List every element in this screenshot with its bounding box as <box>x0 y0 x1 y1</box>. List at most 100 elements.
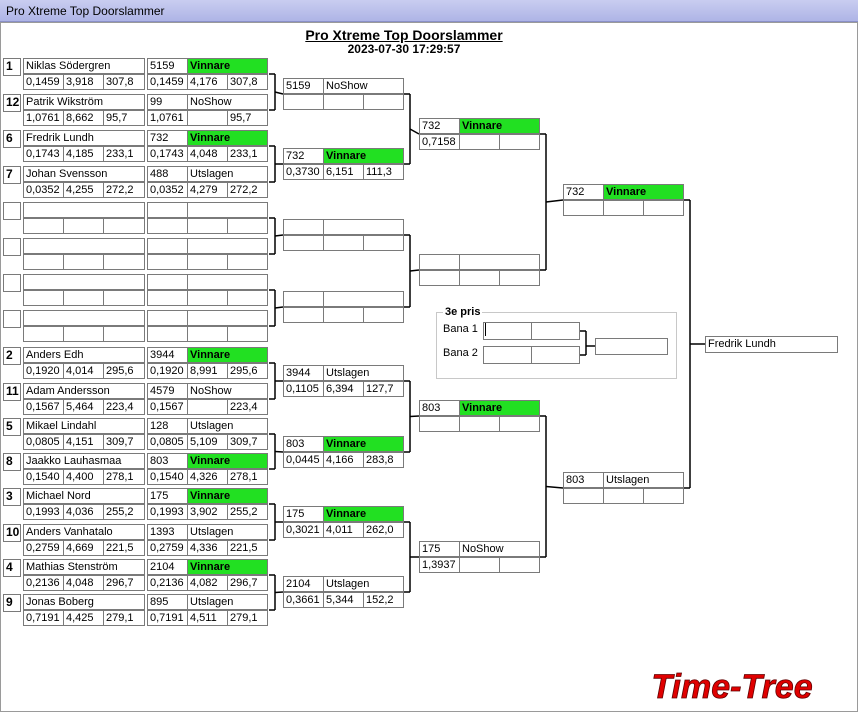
r1-entry-0-driver-name[interactable]: Niklas Södergren <box>23 58 145 74</box>
r2-entry-7-number[interactable]: 2104 <box>283 576 324 592</box>
r1-entry-1-qual-speed[interactable]: 95,7 <box>103 110 145 126</box>
r1-entry-4-result[interactable] <box>187 202 268 218</box>
r1-entry-2-seed[interactable]: 6 <box>3 130 21 148</box>
r1-entry-1-elapsed-time[interactable] <box>187 110 228 126</box>
r1-entry-1-speed[interactable]: 95,7 <box>227 110 268 126</box>
r1-entry-7-number[interactable] <box>147 310 188 326</box>
lane1-result-field[interactable] <box>531 322 580 340</box>
r2-entry-6-number[interactable]: 175 <box>283 506 324 522</box>
r1-entry-0-result[interactable]: Vinnare <box>187 58 268 74</box>
r1-entry-3-reaction-time[interactable]: 0,0352 <box>23 182 64 198</box>
r2-entry-1-speed[interactable]: 111,3 <box>363 164 404 180</box>
r1-entry-6-seed[interactable] <box>3 274 21 292</box>
r3-entry-3-elapsed-time[interactable] <box>459 557 500 573</box>
r4-entry-0-result[interactable]: Vinnare <box>603 184 684 200</box>
r1-entry-0-number[interactable]: 5159 <box>147 58 188 74</box>
r3-entry-3-speed[interactable] <box>499 557 540 573</box>
r1-entry-13-reaction-time[interactable]: 0,2759 <box>147 540 188 556</box>
r3-entry-1-speed[interactable] <box>499 270 540 286</box>
r1-entry-15-reaction-time[interactable]: 0,7191 <box>23 610 64 626</box>
r1-entry-7-reaction-time[interactable] <box>147 326 188 342</box>
r1-entry-10-seed[interactable]: 5 <box>3 418 21 436</box>
r2-entry-6-result[interactable]: Vinnare <box>323 506 404 522</box>
r1-entry-3-driver-name[interactable]: Johan Svensson <box>23 166 145 182</box>
r1-entry-5-reaction-time[interactable] <box>147 254 188 270</box>
r1-entry-3-seed[interactable]: 7 <box>3 166 21 184</box>
r1-entry-2-elapsed-time[interactable]: 4,048 <box>187 146 228 162</box>
r1-entry-6-elapsed-time[interactable] <box>187 290 228 306</box>
r1-entry-7-speed[interactable] <box>227 326 268 342</box>
r1-entry-13-number[interactable]: 1393 <box>147 524 188 540</box>
r1-entry-14-qual-time[interactable]: 4,048 <box>63 575 104 591</box>
r4-entry-1-elapsed-time[interactable] <box>603 488 644 504</box>
r1-entry-9-reaction-time[interactable]: 0,1567 <box>23 399 64 415</box>
r2-entry-0-number[interactable]: 5159 <box>283 78 324 94</box>
r1-entry-4-driver-name[interactable] <box>23 202 145 218</box>
r1-entry-5-number[interactable] <box>147 238 188 254</box>
r1-entry-0-qual-time[interactable]: 3,918 <box>63 74 104 90</box>
r1-entry-15-result[interactable]: Utslagen <box>187 594 268 610</box>
r1-entry-7-reaction-time[interactable] <box>23 326 64 342</box>
r1-entry-9-qual-time[interactable]: 5,464 <box>63 399 104 415</box>
r1-entry-10-reaction-time[interactable]: 0,0805 <box>147 434 188 450</box>
r1-entry-13-driver-name[interactable]: Anders Vanhatalo <box>23 524 145 540</box>
r1-entry-3-speed[interactable]: 272,2 <box>227 182 268 198</box>
r1-entry-5-seed[interactable] <box>3 238 21 256</box>
r3-entry-3-number[interactable]: 175 <box>419 541 460 557</box>
r1-entry-8-qual-speed[interactable]: 295,6 <box>103 363 145 379</box>
r1-entry-2-result[interactable]: Vinnare <box>187 130 268 146</box>
r2-entry-7-result[interactable]: Utslagen <box>323 576 404 592</box>
r1-entry-9-qual-speed[interactable]: 223,4 <box>103 399 145 415</box>
r1-entry-14-reaction-time[interactable]: 0,2136 <box>23 575 64 591</box>
r3-entry-2-result[interactable]: Vinnare <box>459 400 540 416</box>
r1-entry-3-elapsed-time[interactable]: 4,279 <box>187 182 228 198</box>
r1-entry-14-seed[interactable]: 4 <box>3 559 21 577</box>
r2-entry-7-reaction-time[interactable]: 0,3661 <box>283 592 324 608</box>
r2-entry-4-speed[interactable]: 127,7 <box>363 381 404 397</box>
r1-entry-14-elapsed-time[interactable]: 4,082 <box>187 575 228 591</box>
r2-entry-4-number[interactable]: 3944 <box>283 365 324 381</box>
r1-entry-14-number[interactable]: 2104 <box>147 559 188 575</box>
r1-entry-12-speed[interactable]: 255,2 <box>227 504 268 520</box>
r1-entry-0-speed[interactable]: 307,8 <box>227 74 268 90</box>
r1-entry-7-qual-time[interactable] <box>63 326 104 342</box>
r1-entry-5-qual-time[interactable] <box>63 254 104 270</box>
r1-entry-15-speed[interactable]: 279,1 <box>227 610 268 626</box>
r1-entry-1-number[interactable]: 99 <box>147 94 188 110</box>
r1-entry-11-qual-speed[interactable]: 278,1 <box>103 469 145 485</box>
r1-entry-12-result[interactable]: Vinnare <box>187 488 268 504</box>
r1-entry-5-speed[interactable] <box>227 254 268 270</box>
r3-entry-1-result[interactable] <box>459 254 540 270</box>
r1-entry-10-driver-name[interactable]: Mikael Lindahl <box>23 418 145 434</box>
r1-entry-12-reaction-time[interactable]: 0,1993 <box>147 504 188 520</box>
r1-entry-6-qual-speed[interactable] <box>103 290 145 306</box>
r1-entry-5-qual-speed[interactable] <box>103 254 145 270</box>
r3-entry-3-reaction-time[interactable]: 1,3937 <box>419 557 460 573</box>
r1-entry-11-elapsed-time[interactable]: 4,326 <box>187 469 228 485</box>
r3-entry-1-elapsed-time[interactable] <box>459 270 500 286</box>
r1-entry-10-reaction-time[interactable]: 0,0805 <box>23 434 64 450</box>
r3-entry-2-reaction-time[interactable] <box>419 416 460 432</box>
r4-entry-0-elapsed-time[interactable] <box>603 200 644 216</box>
r2-entry-5-reaction-time[interactable]: 0,0445 <box>283 452 324 468</box>
r2-entry-5-result[interactable]: Vinnare <box>323 436 404 452</box>
r1-entry-6-qual-time[interactable] <box>63 290 104 306</box>
r1-entry-11-number[interactable]: 803 <box>147 453 188 469</box>
r1-entry-5-result[interactable] <box>187 238 268 254</box>
r2-entry-5-number[interactable]: 803 <box>283 436 324 452</box>
r1-entry-8-speed[interactable]: 295,6 <box>227 363 268 379</box>
r1-entry-1-reaction-time[interactable]: 1,0761 <box>23 110 64 126</box>
r2-entry-2-speed[interactable] <box>363 235 404 251</box>
r1-entry-15-reaction-time[interactable]: 0,7191 <box>147 610 188 626</box>
r1-entry-0-elapsed-time[interactable]: 4,176 <box>187 74 228 90</box>
r1-entry-3-result[interactable]: Utslagen <box>187 166 268 182</box>
r2-entry-2-reaction-time[interactable] <box>283 235 324 251</box>
r1-entry-11-result[interactable]: Vinnare <box>187 453 268 469</box>
r1-entry-11-speed[interactable]: 278,1 <box>227 469 268 485</box>
r2-entry-2-number[interactable] <box>283 219 324 235</box>
r1-entry-9-speed[interactable]: 223,4 <box>227 399 268 415</box>
r2-entry-6-reaction-time[interactable]: 0,3021 <box>283 522 324 538</box>
r1-entry-13-qual-speed[interactable]: 221,5 <box>103 540 145 556</box>
r3-entry-0-reaction-time[interactable]: 0,7158 <box>419 134 460 150</box>
r2-entry-3-result[interactable] <box>323 291 404 307</box>
